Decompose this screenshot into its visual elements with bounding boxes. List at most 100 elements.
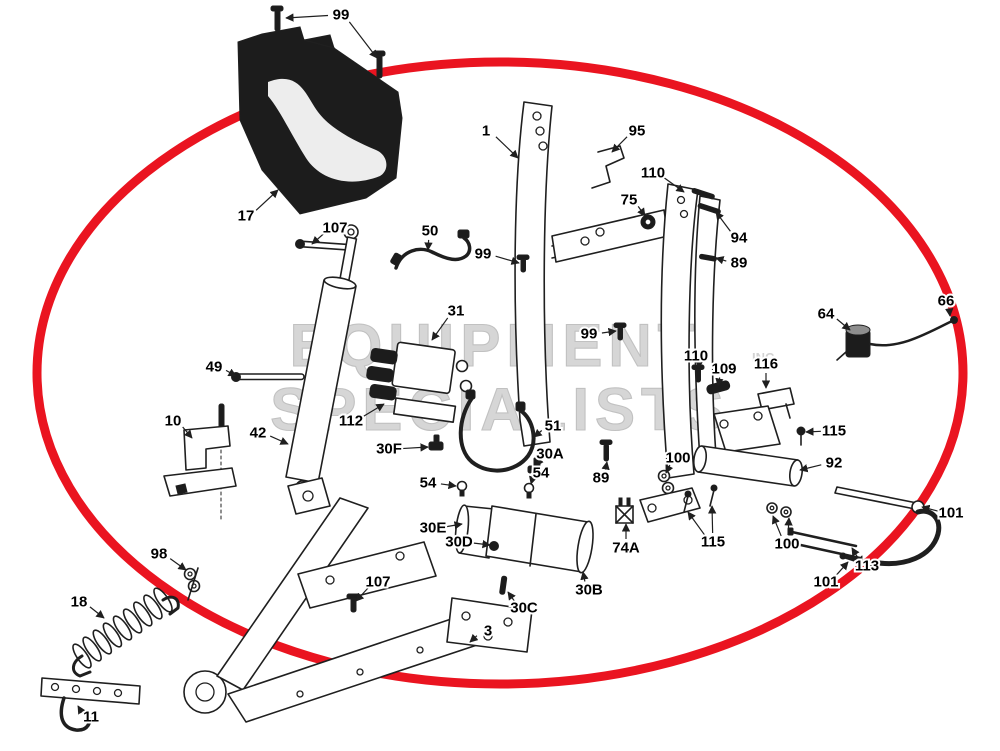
callout-leader-107	[311, 232, 325, 245]
callout-leader-10	[182, 426, 193, 439]
part-callout-99-10: 99	[475, 246, 492, 263]
callout-leader-99	[285, 13, 329, 22]
part-callout-54-26: 54	[420, 475, 437, 492]
part-cable-66	[868, 316, 958, 347]
callout-leader-110	[663, 177, 685, 193]
callout-leader-99	[348, 21, 378, 59]
part-hydraulic-pump-30B	[454, 504, 594, 595]
part-callout-30D-33: 30D	[445, 534, 473, 551]
callout-leader-42	[269, 435, 289, 445]
fastener-bolts-99-mid	[516, 254, 627, 341]
callout-leader-115	[707, 505, 717, 534]
callout-leader-3	[469, 633, 479, 643]
part-caps-54	[456, 480, 535, 499]
callout-leader-1	[495, 136, 519, 159]
part-callout-115-21: 115	[822, 423, 846, 440]
callout-leader-89	[601, 461, 610, 471]
watermark-ellipse	[32, 57, 968, 689]
part-callout-42-23: 42	[250, 425, 267, 442]
part-lift-frame-plates-right	[660, 183, 721, 479]
callout-leader-75	[637, 206, 646, 217]
watermark-suffix: INC	[752, 350, 775, 365]
callout-leader-30E	[445, 521, 463, 530]
part-light-bracket-95	[591, 145, 625, 189]
part-callout-99-0: 99	[333, 7, 350, 24]
watermark-text-line2: SPECIALISTS	[270, 376, 729, 443]
part-callout-10-22: 10	[165, 413, 182, 430]
part-pin-101-right	[834, 486, 925, 514]
part-callout-98-37: 98	[151, 546, 168, 563]
part-callout-49-15: 49	[206, 359, 223, 376]
callout-leader-50	[424, 239, 433, 251]
callout-leader-30D	[471, 539, 491, 549]
callout-leader-30A	[535, 457, 544, 467]
part-callout-1-2: 1	[482, 123, 490, 140]
part-blade-wing-17	[237, 26, 403, 215]
part-pivot-tube-92	[692, 405, 804, 487]
callout-leader-99	[601, 327, 617, 337]
part-fitting-30F	[428, 434, 444, 451]
part-callout-89-28: 89	[593, 470, 610, 487]
part-callout-30A-25: 30A	[536, 446, 564, 463]
diagram-linework	[40, 5, 958, 732]
part-callout-110-16: 110	[684, 348, 708, 365]
callout-leader-92	[799, 464, 822, 473]
part-callout-66-14: 66	[938, 293, 955, 310]
part-callout-94-6: 94	[731, 230, 748, 247]
part-callout-107-42: 107	[365, 574, 390, 591]
callout-leader-100	[784, 517, 793, 536]
callout-leader-30C	[507, 591, 516, 602]
fastener-bolt-115-right	[796, 426, 806, 446]
callout-leader-99	[495, 255, 520, 265]
part-callout-107-8: 107	[322, 220, 347, 237]
part-callout-101-31: 101	[938, 505, 963, 522]
callout-leader-49	[225, 368, 237, 377]
part-fitting-30D	[489, 541, 499, 551]
part-callout-51-20: 51	[545, 418, 562, 435]
callout-leader-112	[362, 403, 385, 418]
callout-leader-51	[533, 428, 543, 438]
callout-leader-115	[805, 427, 822, 436]
part-washers-100-bottom	[766, 502, 792, 518]
callout-leader-66	[945, 308, 954, 317]
callout-leader-30F	[401, 443, 429, 452]
part-grommet-75	[640, 214, 656, 230]
part-rod-49	[231, 372, 305, 382]
fastener-bolt-89-center	[599, 439, 613, 462]
callout-leader-95	[611, 136, 628, 153]
part-callout-110-4: 110	[641, 165, 665, 182]
part-callout-95-3: 95	[629, 123, 646, 140]
watermark-text-line1: EQUIPMENT	[290, 312, 701, 379]
part-callout-54-27: 54	[533, 465, 550, 482]
part-callout-109-17: 109	[711, 361, 736, 378]
part-plug-30C	[499, 575, 508, 595]
callout-leader-101	[921, 504, 939, 513]
part-valve-block-74A	[615, 497, 634, 524]
part-callout-64-13: 64	[818, 306, 835, 323]
callout-leader-100	[665, 464, 674, 474]
part-valve-assembly-31	[366, 341, 473, 423]
callout-leader-54	[440, 480, 457, 490]
part-callout-11-45: 11	[83, 709, 99, 726]
part-lift-cylinder-42	[285, 224, 359, 494]
part-callout-112-19: 112	[339, 413, 363, 430]
part-stand-bracket-10	[163, 403, 237, 521]
watermark: EQUIPMENT SPECIALISTS INC	[32, 57, 968, 689]
fastener-bolts-113	[787, 527, 862, 560]
callout-leader-31	[431, 317, 449, 341]
part-callout-3-44: 3	[484, 623, 492, 640]
callout-leader-30B	[580, 571, 589, 582]
callout-leader-109	[715, 377, 724, 387]
part-callout-89-7: 89	[731, 255, 748, 272]
part-solenoid-64	[836, 324, 871, 361]
callout-leader-100	[771, 515, 782, 537]
callout-leader-115	[687, 511, 706, 536]
part-callout-115-35: 115	[701, 534, 725, 551]
callout-leader-113	[855, 555, 863, 565]
part-washers-98	[183, 567, 201, 601]
fastener-bolt-107-lower	[346, 593, 361, 613]
part-callout-101-39: 101	[813, 574, 838, 591]
